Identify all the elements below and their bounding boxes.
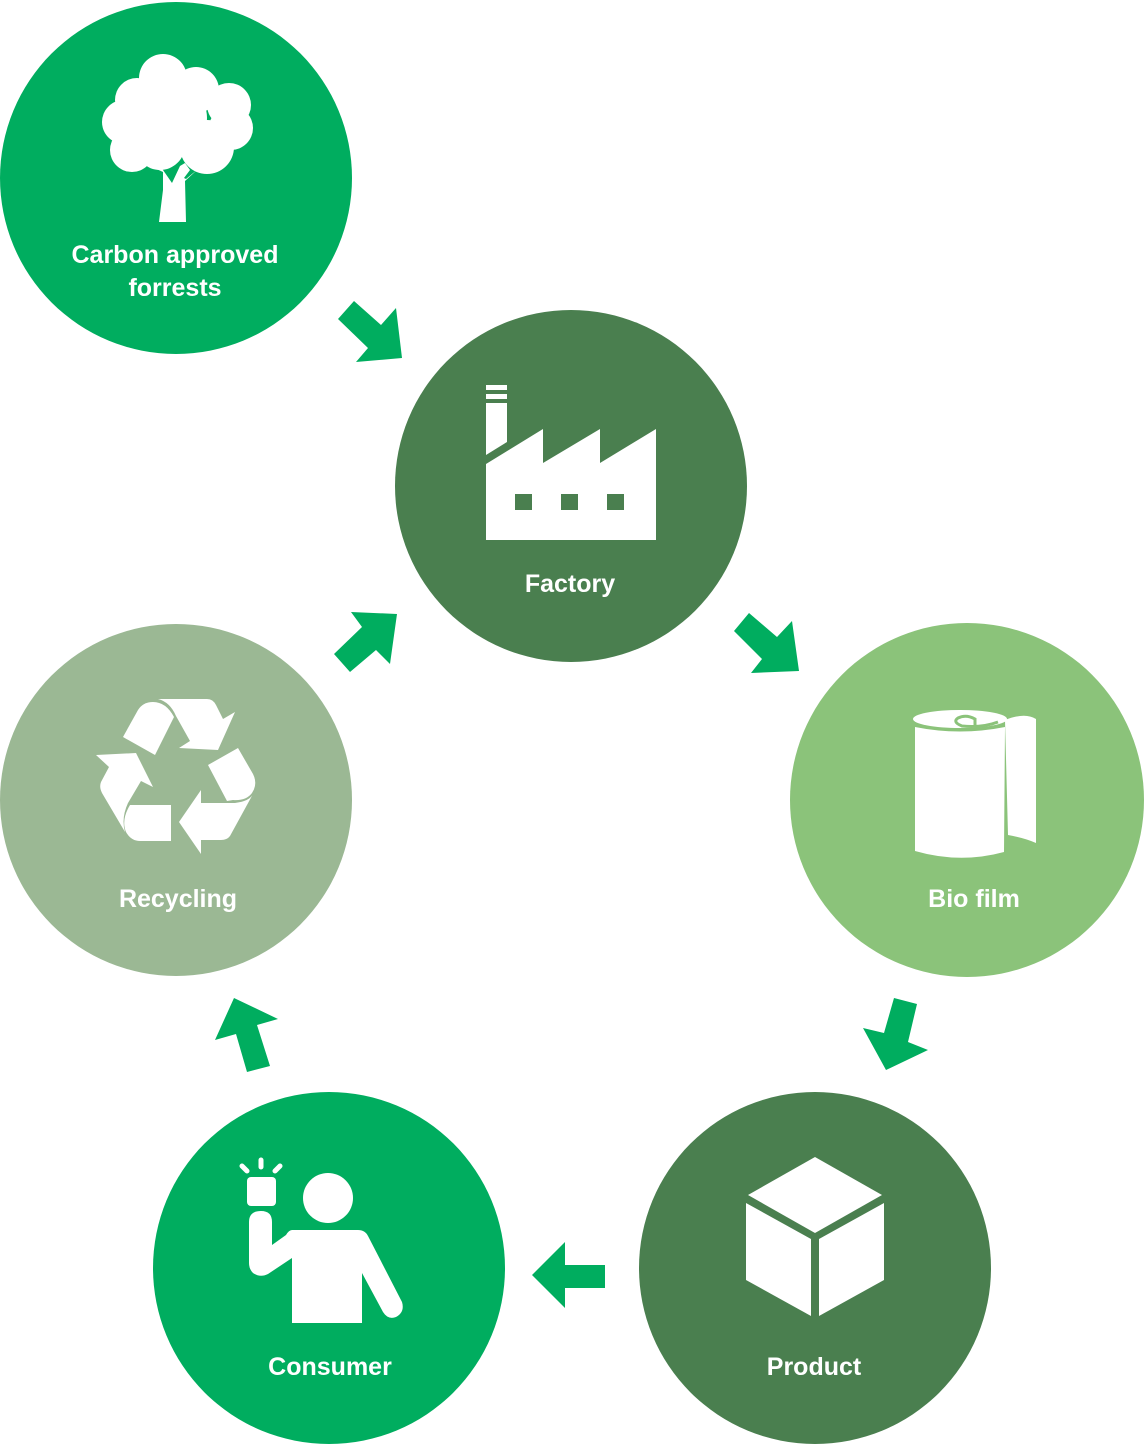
arrow-biofilm-to-product: [863, 998, 928, 1070]
node-product-circle: [639, 1092, 991, 1444]
node-recycling-label: Recycling: [119, 885, 237, 913]
arrow-factory-biofilm-shape: [734, 613, 799, 673]
node-recycling: Recycling: [0, 624, 352, 976]
tree-icon: [102, 54, 253, 222]
arrow-factory-to-biofilm: [734, 613, 799, 673]
arrow-forests-to-factory: [338, 301, 402, 362]
box-icon: [746, 1157, 884, 1316]
node-recycling-circle: [0, 624, 352, 976]
arrow-product-to-consumer: [532, 1242, 605, 1308]
node-consumer: Consumer: [153, 1092, 505, 1444]
node-forests-label-line-2: forrests: [128, 274, 221, 302]
recycle-icon: [96, 699, 256, 854]
person-icon: [239, 1157, 403, 1323]
node-biofilm-label: Bio film: [928, 885, 1020, 913]
node-product-label: Product: [767, 1353, 862, 1381]
node-factory-label: Factory: [525, 570, 615, 598]
node-product: Product: [639, 1092, 991, 1444]
arrow-consumer-to-recycling: [215, 998, 278, 1072]
arrow-product-consumer-shape: [532, 1242, 605, 1308]
arrow-recycling-factory-shape: [334, 612, 397, 672]
node-factory: Factory: [395, 310, 747, 662]
factory-icon: [486, 385, 656, 540]
node-biofilm: Bio film: [790, 623, 1144, 977]
arrow-biofilm-product-shape: [863, 998, 928, 1070]
arrow-forests-factory-shape: [338, 301, 402, 362]
factory-windows: [515, 494, 624, 510]
arrow-recycling-to-factory: [334, 612, 397, 672]
node-consumer-label: Consumer: [268, 1353, 392, 1381]
node-forests-label-line-1: Carbon approved: [72, 241, 279, 269]
film-roll-icon: [913, 710, 1036, 858]
arrow-consumer-recycling-shape: [215, 998, 278, 1072]
node-forests: Carbon approved forrests: [0, 2, 352, 354]
